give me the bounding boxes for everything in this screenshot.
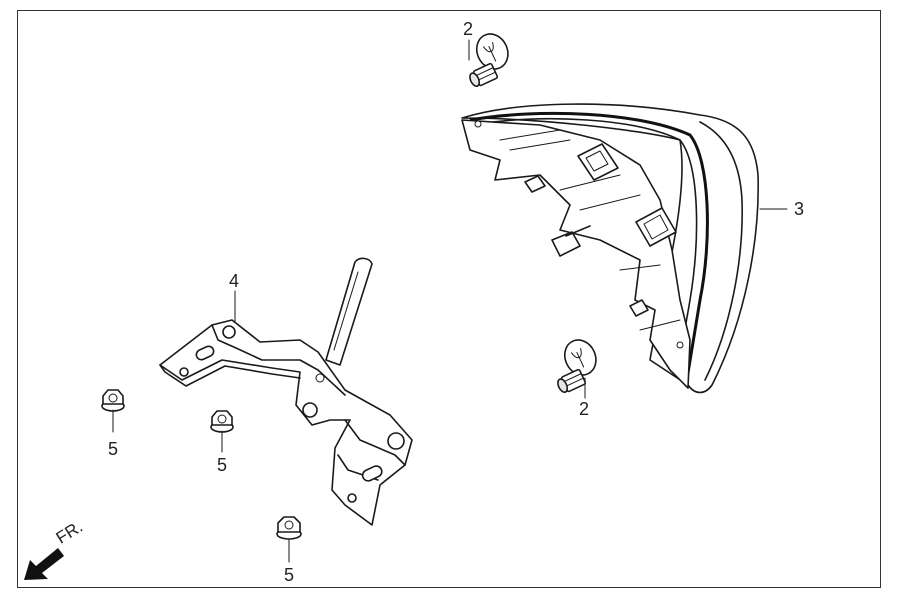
front-direction-arrow-icon [24,548,64,580]
callout-bracket: 4 [229,271,240,291]
bulb-bottom[interactable] [544,335,605,395]
callout-nut-bottom: 5 [284,565,295,585]
diagram-frame [17,10,881,588]
flange-nut-middle[interactable] [210,410,234,453]
callout-tail-lamp: 3 [794,199,805,219]
flange-nut-bottom[interactable] [276,516,302,563]
flange-nut-left[interactable] [101,389,125,433]
callout-nut-left: 5 [108,439,119,459]
callout-nut-middle: 5 [217,455,228,475]
callout-bulb-bottom: 2 [579,399,590,419]
bulb-top[interactable] [456,29,517,89]
callout-bulb-top: 2 [463,19,474,39]
tail-lamp-assembly[interactable] [461,103,759,394]
bracket[interactable] [159,257,413,526]
